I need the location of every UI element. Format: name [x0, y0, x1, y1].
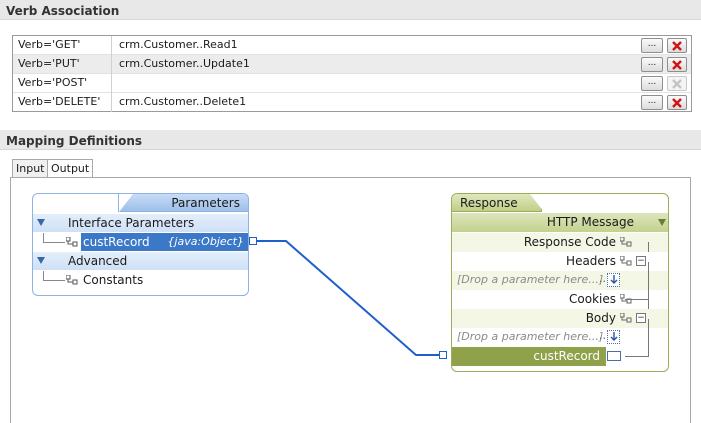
- param-node-icon: [66, 275, 78, 285]
- node-icon: [620, 237, 632, 247]
- drop-arrow-icon[interactable]: [607, 330, 620, 344]
- operation-cell[interactable]: crm.Customer..Update1: [119, 57, 250, 70]
- tree-line: [625, 356, 648, 357]
- verb-table: Verb='GET' crm.Customer..Read1 ... Verb=…: [12, 35, 692, 112]
- body-label: Body: [585, 311, 616, 325]
- body-row[interactable]: Body −: [452, 309, 668, 328]
- verb-cell: Verb='PUT': [13, 55, 112, 74]
- headers-drop-row[interactable]: [Drop a parameter here...] ..: [452, 271, 668, 290]
- tree-line: [43, 280, 65, 281]
- param-item-custrecord[interactable]: custRecord {java:Object}: [81, 233, 248, 251]
- verb-cell: Verb='DELETE': [13, 93, 112, 112]
- response-item-label: custRecord: [533, 349, 600, 363]
- delete-x-icon: [672, 60, 682, 70]
- drop-placeholder: [Drop a parameter here...]: [457, 273, 604, 286]
- browse-button[interactable]: ...: [641, 38, 663, 53]
- verb-row-post[interactable]: Verb='POST' ...: [13, 74, 691, 93]
- cookies-label: Cookies: [569, 292, 616, 306]
- response-code-row[interactable]: Response Code: [452, 233, 668, 252]
- browse-button[interactable]: ...: [641, 76, 663, 91]
- parameters-title: Parameters: [171, 196, 240, 210]
- mapping-definitions-header: Mapping Definitions: [0, 130, 701, 150]
- browse-button[interactable]: ...: [641, 57, 663, 72]
- source-connector[interactable]: [249, 237, 257, 245]
- browse-button[interactable]: ...: [641, 95, 663, 110]
- headers-label: Headers: [566, 254, 616, 268]
- verb-cell: Verb='POST': [13, 74, 112, 93]
- verb-row-put[interactable]: Verb='PUT' crm.Customer..Update1 ...: [13, 55, 691, 74]
- delete-x-icon: [672, 98, 682, 108]
- header-slant: [119, 194, 133, 212]
- group-label: Advanced: [68, 254, 128, 268]
- body-drop-row[interactable]: [Drop a parameter here...] ..: [452, 328, 668, 347]
- param-label: Constants: [83, 273, 144, 287]
- headers-row[interactable]: Headers −: [452, 252, 668, 271]
- collapse-button[interactable]: −: [636, 256, 646, 266]
- node-icon: [620, 256, 632, 266]
- delete-x-icon: [672, 79, 682, 89]
- operation-cell[interactable]: crm.Customer..Delete1: [119, 95, 247, 108]
- target-connector-icon[interactable]: [607, 351, 621, 361]
- verb-cell: Verb='GET': [13, 36, 112, 55]
- response-panel: Response HTTP Message Response Code Head…: [451, 193, 669, 372]
- parameters-panel: Parameters Interface Parameters custReco…: [32, 193, 249, 296]
- param-type: {java:Object}: [167, 235, 244, 248]
- tree-line: [43, 271, 44, 280]
- tree-line: [625, 299, 648, 300]
- wire-end-connector[interactable]: [439, 351, 447, 359]
- tree-line: [648, 262, 649, 309]
- response-item-custrecord[interactable]: custRecord: [452, 347, 606, 366]
- cookies-row[interactable]: Cookies: [452, 290, 668, 309]
- group-interface-parameters[interactable]: Interface Parameters: [33, 214, 248, 232]
- collapse-button[interactable]: −: [636, 313, 646, 323]
- tree-line: [648, 319, 649, 357]
- tab-input[interactable]: Input: [12, 159, 48, 178]
- delete-button-disabled: [667, 76, 687, 91]
- http-message-row[interactable]: HTTP Message: [452, 213, 668, 232]
- drop-arrow-icon[interactable]: [607, 273, 620, 287]
- verb-row-get[interactable]: Verb='GET' crm.Customer..Read1 ...: [13, 36, 691, 55]
- operation-cell[interactable]: [113, 74, 638, 93]
- operation-cell[interactable]: crm.Customer..Read1: [119, 38, 238, 51]
- tree-line: [648, 242, 649, 252]
- param-node-icon: [66, 237, 78, 247]
- drop-dots: ..: [599, 329, 606, 342]
- collapse-triangle-icon[interactable]: [658, 219, 666, 226]
- response-title: Response: [460, 196, 518, 210]
- param-label: custRecord: [83, 235, 150, 249]
- drop-dots: ..: [599, 272, 606, 285]
- drop-placeholder: [Drop a parameter here...]: [457, 330, 604, 343]
- response-header: Response: [452, 194, 542, 212]
- tree-line: [43, 233, 44, 242]
- collapse-triangle-icon[interactable]: [37, 219, 45, 226]
- delete-button[interactable]: [667, 57, 687, 72]
- node-icon: [620, 313, 632, 323]
- response-code-label: Response Code: [523, 235, 616, 249]
- collapse-triangle-icon[interactable]: [37, 257, 45, 264]
- tab-output[interactable]: Output: [47, 159, 93, 179]
- group-label: Interface Parameters: [68, 216, 195, 230]
- verb-association-header: Verb Association: [0, 0, 701, 20]
- verb-row-delete[interactable]: Verb='DELETE' crm.Customer..Delete1 ...: [13, 93, 691, 112]
- group-advanced[interactable]: Advanced: [33, 252, 248, 270]
- parameters-header: Parameters: [118, 194, 248, 212]
- delete-x-icon: [672, 41, 682, 51]
- tree-line: [43, 242, 65, 243]
- delete-button[interactable]: [667, 38, 687, 53]
- http-message-label: HTTP Message: [546, 215, 634, 229]
- header-slant: [530, 194, 544, 212]
- delete-button[interactable]: [667, 95, 687, 110]
- param-item-constants[interactable]: Constants: [33, 271, 248, 289]
